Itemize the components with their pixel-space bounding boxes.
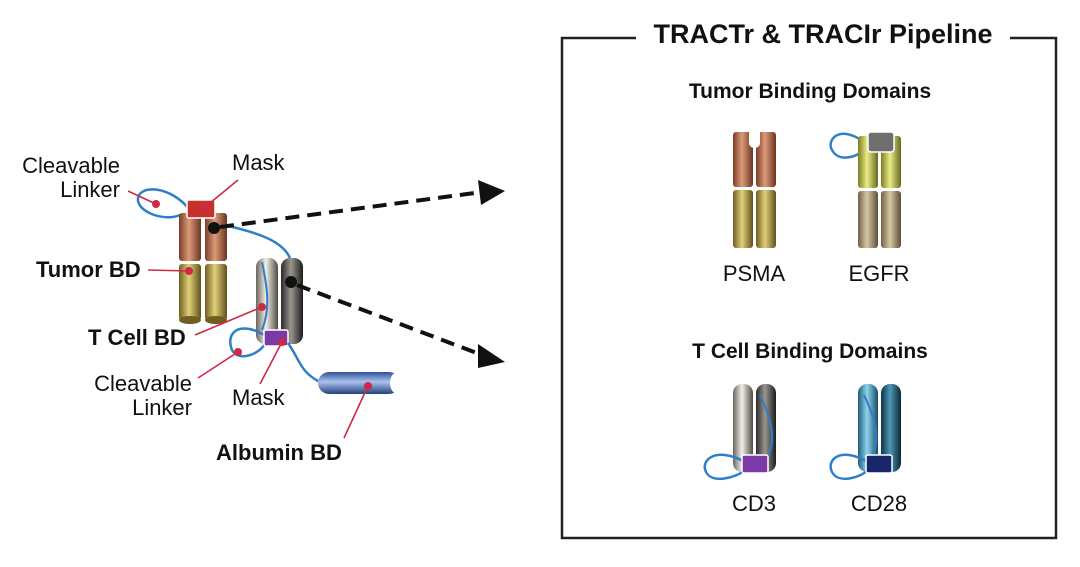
cleavable-linker-top-label: Cleavable Linker (22, 153, 120, 202)
cd28-label: CD28 (850, 491, 908, 516)
mask-top-label: Mask (232, 150, 285, 175)
label-pointers (127, 179, 372, 439)
tcell-section-title: T Cell Binding Domains (692, 340, 928, 363)
arrow-origin-dot-bottom (285, 276, 297, 288)
egfr-domain (829, 131, 901, 248)
cleavable-linker-bottom (229, 327, 268, 358)
arrow-origin-dot-top (208, 222, 220, 234)
panel-title: TRACTr & TRACIr Pipeline (653, 19, 993, 49)
connecting-linker (223, 223, 292, 259)
cd3-domain (703, 384, 776, 480)
albumin-linker (286, 342, 321, 384)
mask-bottom-label: Mask (232, 385, 285, 410)
cd28-domain (829, 384, 901, 480)
tumor-section-title: Tumor Binding Domains (688, 80, 932, 103)
pipeline-panel (560, 36, 1058, 540)
cleavable-linker-top (136, 188, 191, 219)
tumor-bd-label: Tumor BD (36, 257, 141, 282)
cd3-label: CD3 (731, 491, 776, 516)
cleavable-linker-bottom-label: Cleavable Linker (94, 371, 192, 420)
egfr-label: EGFR (848, 261, 910, 286)
arrowhead-bottom-icon (478, 344, 505, 368)
dashed-arrow-top (219, 188, 488, 229)
albumin-bd (318, 372, 402, 394)
albumin-bd-label: Albumin BD (216, 440, 342, 465)
psma-domain (733, 128, 776, 248)
arrowhead-top-icon (478, 180, 505, 205)
dashed-arrow-bottom (296, 283, 488, 358)
panel-frame (560, 36, 1058, 540)
t-cell-bd-label: T Cell BD (88, 325, 186, 350)
psma-label: PSMA (722, 261, 786, 286)
t-cell-bd-cylinders (256, 258, 303, 344)
